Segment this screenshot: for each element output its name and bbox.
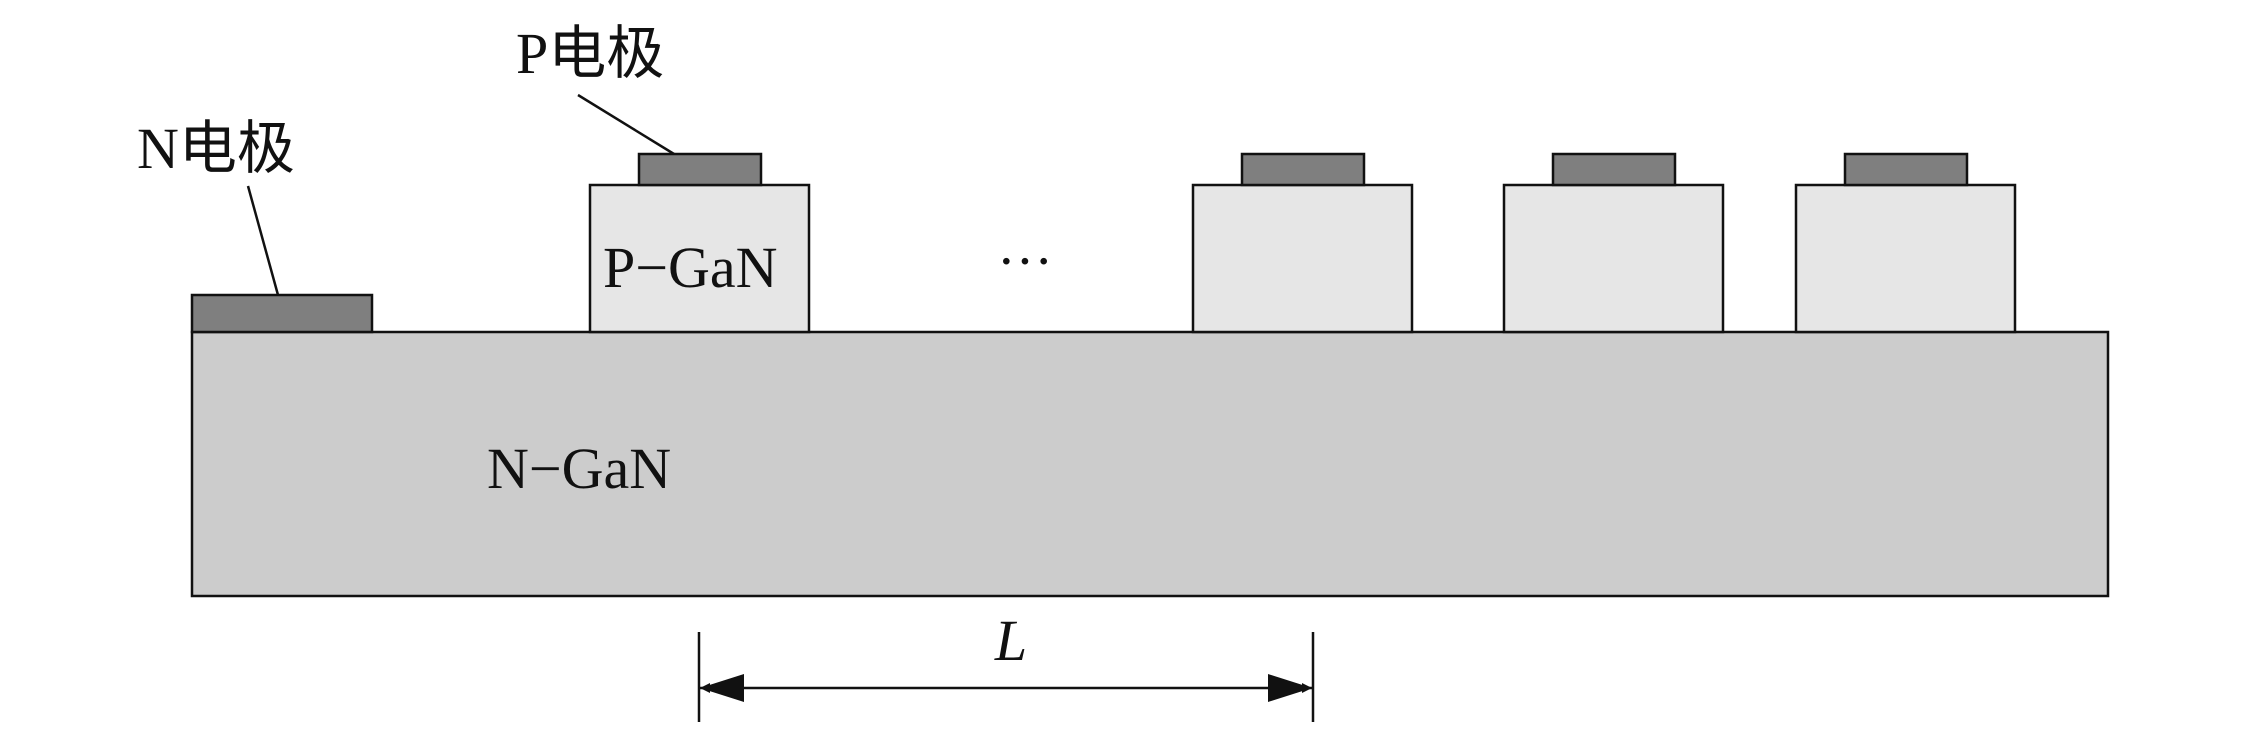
n-electrode xyxy=(190,293,374,334)
dimension-arrowhead-left xyxy=(700,674,744,702)
p-gan-mesa-1 xyxy=(588,183,811,334)
pitch-length-label: L xyxy=(994,608,1027,673)
repeat-ellipsis: ··· xyxy=(997,231,1053,293)
p-electrode-3 xyxy=(1551,152,1677,187)
p-gan-label: P−GaN xyxy=(603,235,777,300)
p-gan-mesa-3 xyxy=(1502,183,1725,334)
p-gan-mesa-4 xyxy=(1794,183,2017,334)
p-electrode-2 xyxy=(1240,152,1366,187)
p-electrode-leader-line xyxy=(577,93,675,156)
p-electrode-label: P电极 xyxy=(516,21,664,86)
n-electrode-leader-line xyxy=(246,185,280,296)
n-gan-label: N−GaN xyxy=(487,436,671,501)
p-electrode-1 xyxy=(637,152,763,187)
n-electrode-label: N电极 xyxy=(137,116,295,181)
p-gan-mesa-2 xyxy=(1191,183,1414,334)
n-gan-substrate xyxy=(190,330,2110,598)
p-electrode-4 xyxy=(1843,152,1969,187)
dimension-arrowhead-right xyxy=(1268,674,1312,702)
